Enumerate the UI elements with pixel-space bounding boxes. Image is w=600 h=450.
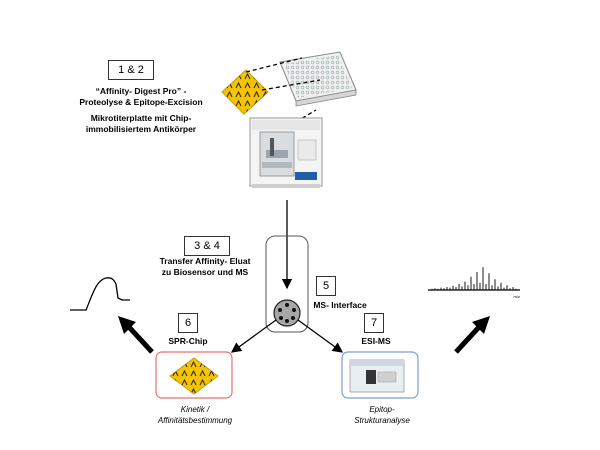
ms-interface-housing [265, 235, 309, 333]
spectrum-axis-label: m/z [514, 294, 520, 299]
mass-spectrum [428, 267, 520, 291]
ms-interface-label: MS- Interface [313, 300, 367, 310]
result-arrow-left-shaft [126, 324, 154, 354]
step-box-3-4: 3 & 4 [184, 236, 230, 256]
kinetik-label-line2: Affinitätsbestimmung [157, 416, 233, 425]
step-box-1-2: 1 & 2 [108, 60, 154, 80]
result-arrow-right-shaft [454, 324, 482, 354]
plate-label-line2: immobilisiertem Antikörper [85, 124, 197, 134]
kinetik-label-line1: Kinetik / [180, 405, 210, 414]
transfer-label-line1: Transfer Affinity- Eluat [159, 256, 251, 266]
spr-chip-box [155, 351, 233, 399]
esi-ms-box [341, 351, 419, 399]
step-box-5: 5 [316, 276, 336, 296]
transfer-label-line2: zu Biosensor und MS [161, 267, 249, 277]
valve-icon [273, 299, 301, 327]
spr-chip-label: SPR-Chip [168, 336, 208, 346]
epitop-label-line1: Epitop- [369, 405, 395, 414]
sensorgram-curve [70, 277, 130, 311]
result-arrow-left-head [118, 316, 136, 334]
epitop-label-line2: Strukturanalyse [354, 416, 410, 425]
esi-ms-label: ESI-MS [361, 336, 391, 346]
digest-instrument-image [249, 117, 323, 188]
flow-arrow-spr [230, 319, 277, 353]
step-box-6: 6 [178, 313, 198, 333]
digest-subtitle: Proteolyse & Epitope-Excision [79, 97, 203, 107]
microtiter-plate-image [279, 51, 357, 107]
antibody-chip-top [221, 69, 269, 115]
plate-label-line1: Mikrotiterplatte mit Chip- [90, 113, 192, 123]
result-arrow-right-head [472, 316, 490, 334]
digest-title: “Affinity- Digest Pro” - [95, 86, 187, 96]
flow-arrow-esi [297, 319, 344, 353]
step-box-7: 7 [364, 313, 384, 333]
